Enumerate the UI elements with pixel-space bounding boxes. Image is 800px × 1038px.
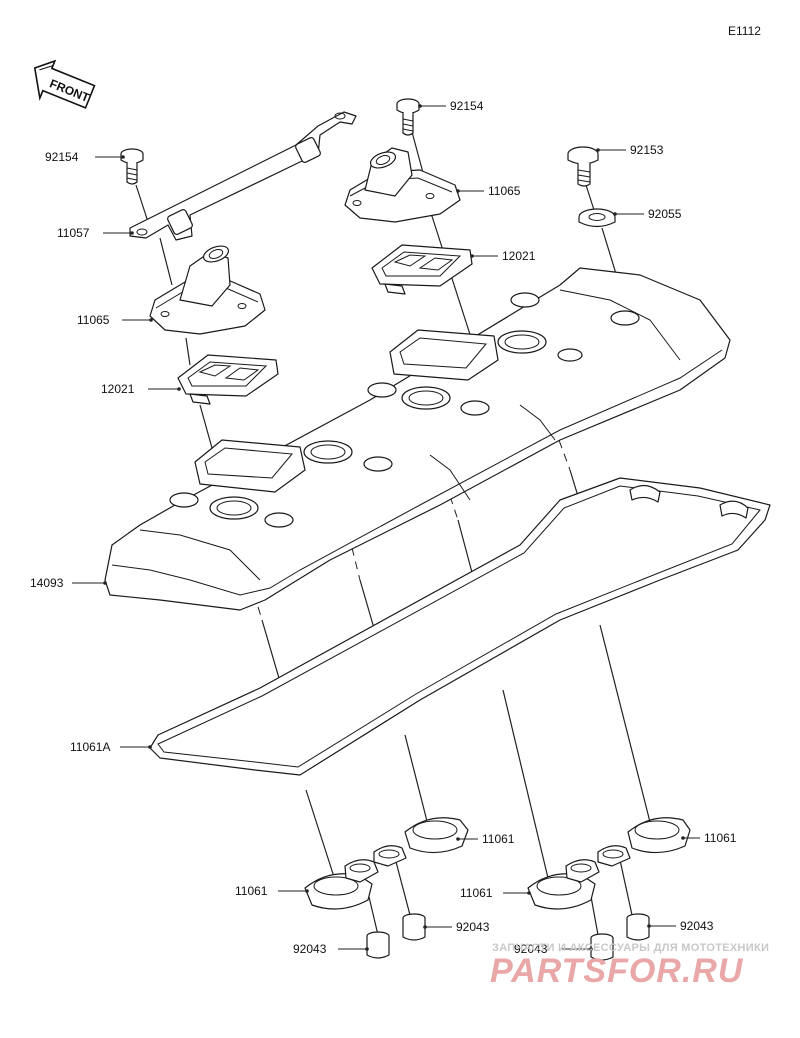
collar-92043-d-part[interactable]	[626, 913, 650, 941]
collar-92043-b-part[interactable]	[402, 913, 426, 941]
callout-11057[interactable]: 11057	[57, 226, 90, 240]
callout-11061A[interactable]: 11061A	[70, 740, 110, 754]
watermark-text: PARTSFOR.RU	[490, 952, 744, 990]
callout-92055[interactable]: 92055	[648, 207, 682, 221]
watermark-logo: ЗАПЧАСТИ И АКСЕССУАРЫ ДЛЯ МОТОТЕХНИКИ PA…	[490, 942, 769, 990]
callout-11061-right-upper[interactable]: 11061	[704, 831, 737, 845]
front-arrow-icon: FRONT	[33, 59, 96, 109]
callout-14093[interactable]: 14093	[30, 576, 64, 590]
callout-92153[interactable]: 92153	[630, 143, 664, 157]
callout-92043-right-upper[interactable]: 92043	[680, 919, 714, 933]
diagram-code: E1112	[728, 24, 761, 38]
watermark-subtitle: ЗАПЧАСТИ И АКСЕССУАРЫ ДЛЯ МОТОТЕХНИКИ	[492, 942, 769, 954]
bolt-92154-left-part[interactable]	[120, 148, 144, 185]
callout-92043-right-lower[interactable]: 92043	[514, 942, 548, 956]
plug-gasket-center-upper-part[interactable]	[373, 817, 469, 867]
plug-gasket-left-lower-part[interactable]	[304, 859, 379, 910]
callout-11061-left-lower[interactable]: 11061	[235, 884, 268, 898]
callout-11061-right-lower[interactable]: 11061	[460, 886, 493, 900]
callout-12021-left[interactable]: 12021	[101, 382, 135, 396]
callout-92043-left[interactable]: 92043	[293, 942, 327, 956]
callout-12021-right[interactable]: 12021	[502, 249, 536, 263]
collar-92043-a-part[interactable]	[366, 931, 390, 959]
callout-11061-center[interactable]: 11061	[482, 832, 515, 846]
bolt-92154-right-part[interactable]	[396, 98, 420, 136]
breather-cover-left-part[interactable]	[149, 243, 266, 335]
reed-plate-left-part[interactable]	[177, 354, 279, 405]
callout-92043-center[interactable]: 92043	[456, 920, 490, 934]
plug-gasket-right-upper-part[interactable]	[597, 817, 691, 867]
callout-11065-left[interactable]: 11065	[77, 313, 110, 327]
callout-11065-right[interactable]: 11065	[488, 184, 521, 198]
bolt-92153-part[interactable]	[567, 146, 599, 187]
collar-92043-c-part[interactable]	[590, 933, 614, 961]
head-cover-gasket-part[interactable]	[149, 477, 771, 776]
callout-labels: 92154 11057 11065 12021 92154 11065 1202…	[30, 99, 737, 956]
callout-92154-left[interactable]: 92154	[45, 150, 79, 164]
plug-gasket-right-lower-part[interactable]	[527, 859, 600, 910]
reed-plate-right-part[interactable]	[371, 244, 473, 295]
breather-cover-right-part[interactable]	[344, 147, 461, 223]
callout-92154-right[interactable]: 92154	[450, 99, 484, 113]
cylinder-head-cover-part[interactable]	[104, 267, 731, 611]
washer-92055-part[interactable]	[578, 208, 616, 228]
breather-bracket-part[interactable]	[129, 111, 357, 241]
